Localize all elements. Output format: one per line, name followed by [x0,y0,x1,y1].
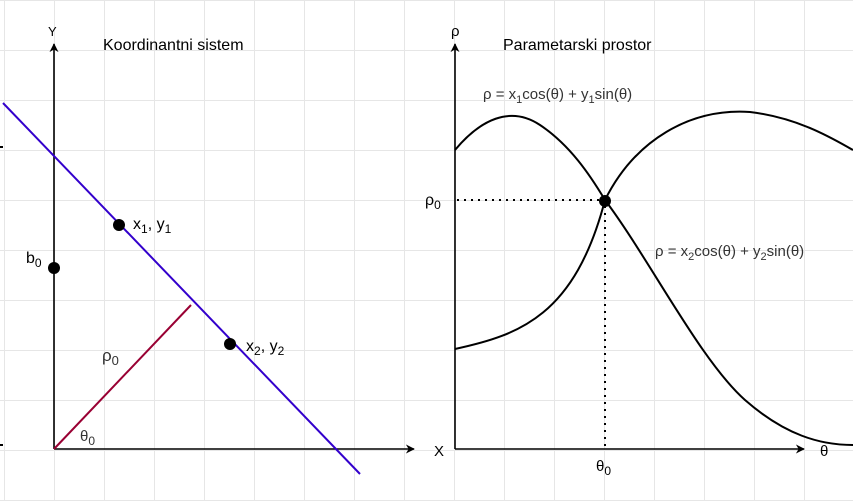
y-axis-label: Y [48,24,57,39]
right-panel-title: Parametarski prostor [503,37,652,54]
point-1-label: x1, y1 [133,216,172,236]
sinusoid-curve-1 [454,115,853,446]
point-1 [113,219,125,231]
intersection-point [599,195,611,207]
theta-label: θ0 [80,428,95,448]
intercept-point [48,262,60,274]
rho0-label: ρ0 [425,192,441,212]
rho-axis-label: ρ [451,23,460,40]
parameter-space-panel: Parametarski prostor ρ θ ρ0 θ0 ρ = x1cos… [425,23,853,478]
curve-2-equation: ρ = x2cos(θ) + y2sin(θ) [655,243,804,263]
point-2 [224,338,236,350]
hough-line [2,102,361,475]
rho-label: ρ0 [102,346,119,368]
theta-axis-label: θ [820,443,828,460]
left-panel-title: Koordinantni sistem [103,37,244,54]
point-2-label: x2, y2 [246,338,285,358]
curve-1-equation: ρ = x1cos(θ) + y1sin(θ) [483,86,632,106]
intercept-label: b0 [26,250,42,270]
theta0-label: θ0 [596,458,611,478]
coordinate-system-panel: Koordinantni sistem Y X b0 x1, y1 x2, y2… [0,24,444,475]
sinusoid-curve-2 [454,110,853,350]
normal-segment [53,304,192,450]
x-axis-label: X [434,443,444,460]
